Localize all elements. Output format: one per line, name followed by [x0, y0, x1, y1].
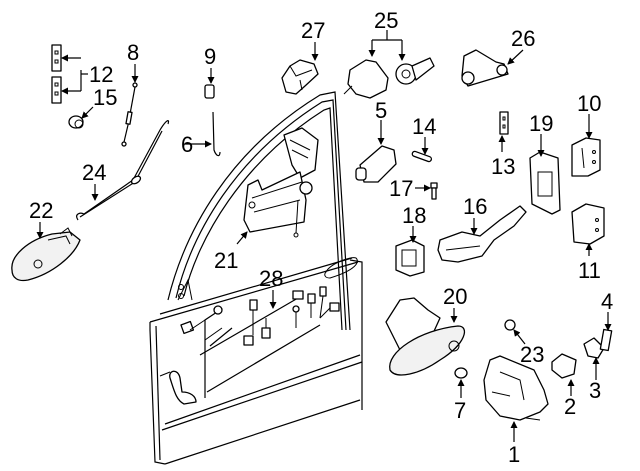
- part-16-door-check: [437, 205, 527, 263]
- callout-24: 24: [82, 160, 106, 185]
- callout-20: 20: [443, 284, 467, 309]
- callout-22: 22: [29, 198, 53, 223]
- part-2-lock-cover: [551, 353, 577, 379]
- part-4-clip-small: [599, 328, 613, 352]
- callout-14: 14: [412, 114, 436, 139]
- callout-8: 8: [127, 40, 139, 65]
- part-22-inside-handle: [11, 227, 81, 282]
- part-25-lock-cylinder-set: [343, 57, 435, 99]
- part-5-lock-cylinder-housing: [355, 145, 397, 183]
- part-26-striker: [461, 49, 509, 87]
- callout-2: 2: [564, 394, 576, 419]
- part-8-lock-cable: [121, 82, 138, 147]
- part-18-handle-bezel: [395, 239, 425, 277]
- part-7-grommet: [454, 367, 468, 379]
- part-9-rod-clip: [204, 84, 215, 99]
- callout-28: 28: [259, 266, 283, 291]
- leader-lines: [36, 30, 612, 442]
- part-1-door-lock-actuator: [483, 355, 549, 421]
- part-15-plug: [68, 115, 84, 129]
- callout-16: 16: [463, 194, 487, 219]
- callout-23: 23: [520, 342, 544, 367]
- callout-1: 1: [508, 442, 520, 467]
- callout-17: 17: [389, 176, 413, 201]
- callout-7: 7: [454, 398, 466, 423]
- callout-15: 15: [93, 85, 117, 110]
- callout-12: 12: [89, 62, 113, 87]
- callout-18: 18: [402, 203, 426, 228]
- callout-4: 4: [601, 289, 613, 314]
- part-6-lock-rod: [212, 111, 221, 157]
- callout-3: 3: [589, 378, 601, 403]
- part-28-wiring-harness: [169, 286, 340, 405]
- part-12-hinge-shims: [51, 44, 62, 104]
- callout-21: 21: [214, 248, 238, 273]
- part-19-handle-base: [529, 151, 561, 215]
- callout-9: 9: [204, 44, 216, 69]
- callout-27: 27: [301, 18, 325, 43]
- part-14-pin: [411, 150, 433, 163]
- callout-6: 6: [181, 132, 193, 157]
- callout-11: 11: [578, 258, 601, 283]
- part-10-upper-hinge: [571, 137, 601, 177]
- part-20-outside-handle: [385, 297, 466, 376]
- callout-25: 25: [374, 8, 398, 33]
- part-23-plug-small: [504, 319, 516, 331]
- callout-19: 19: [529, 111, 553, 136]
- part-13-hinge-shim: [499, 111, 509, 135]
- part-21-window-regulator: [243, 127, 319, 238]
- callout-26: 26: [511, 26, 535, 51]
- door-shell: [149, 91, 363, 465]
- part-27-ignition-cylinder: [281, 59, 319, 95]
- part-3-clip: [583, 337, 605, 359]
- callout-13: 13: [491, 154, 515, 179]
- part-17-bolt: [430, 182, 438, 200]
- callout-labels: 8 12 15 9 6 24 22 27 25 26 5 14 13 19 10…: [29, 8, 613, 467]
- part-11-lower-hinge: [571, 203, 605, 245]
- callout-5: 5: [375, 98, 387, 123]
- part-24-release-cable: [76, 120, 170, 221]
- callout-10: 10: [577, 91, 601, 116]
